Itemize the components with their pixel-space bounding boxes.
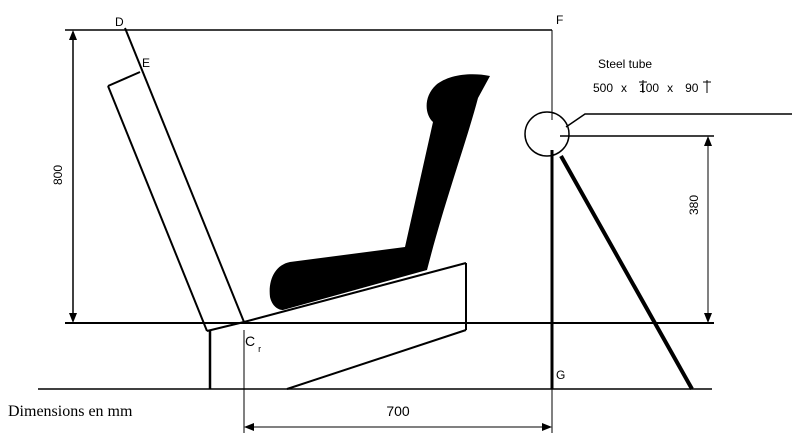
seat-silhouette — [269, 74, 490, 311]
dim-700-arrow-left — [244, 423, 254, 431]
point-f-label: F — [556, 13, 563, 27]
steel-tube-title: Steel tube — [598, 57, 652, 71]
steel-tube-leader — [565, 113, 792, 128]
units-note: Dimensions en mm — [8, 403, 133, 420]
point-cr-main: C — [245, 333, 255, 349]
backrest-line-d — [124, 27, 245, 323]
diagonal-brace — [559, 155, 694, 390]
dim-700-arrow-right — [542, 423, 552, 431]
backrest-bottom — [206, 321, 245, 332]
dim-700-label: 700 — [386, 403, 410, 419]
point-cr-subscript: r — [258, 344, 261, 354]
steel-tube-circle — [524, 111, 570, 157]
dim-380-label: 380 — [687, 195, 701, 215]
dim-800-label: 800 — [51, 165, 65, 185]
backrest-cap — [107, 71, 141, 87]
tube-size-c: 90 — [685, 81, 699, 95]
seat-wedge-top — [243, 262, 467, 323]
backrest-line-e — [107, 85, 208, 332]
point-e-label: E — [142, 56, 150, 70]
seat-wedge-bottom — [286, 329, 467, 390]
tube-size-b: 100 — [639, 81, 659, 95]
point-d-label: D — [115, 15, 124, 29]
tube-times-2: x — [667, 81, 673, 95]
point-g-label: G — [556, 368, 565, 382]
dim-800-arrow-top — [69, 30, 77, 40]
dim-380-arrow-bottom — [704, 313, 712, 323]
tube-size-a: 500 — [593, 81, 613, 95]
steel-tube-dimensions: 500 x 100 x 90 — [593, 81, 699, 95]
tube-times-1: x — [621, 81, 627, 95]
dim-380-arrow-top — [704, 136, 712, 146]
dim-800-arrow-bottom — [69, 313, 77, 323]
